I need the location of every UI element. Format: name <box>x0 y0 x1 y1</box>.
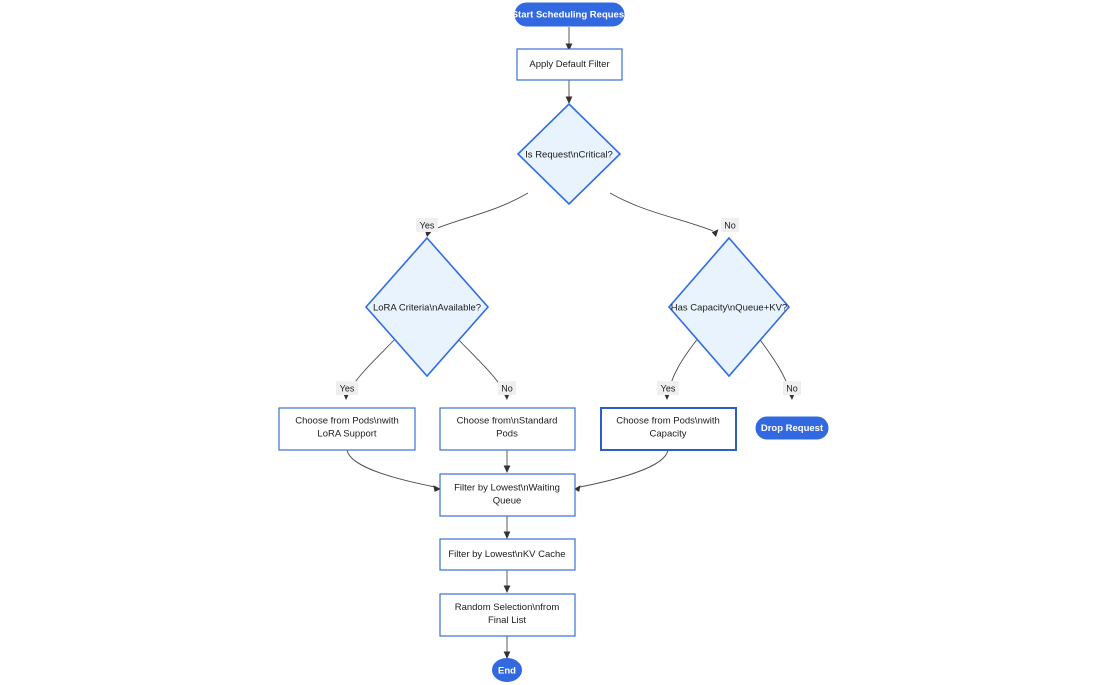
node-filter-waiting-queue-shape[interactable] <box>439 473 576 517</box>
arrow-choose-lora-to-filter-queue <box>433 485 441 492</box>
node-random-selection-label-line2: Final List <box>488 615 526 626</box>
arrow-choose-standard-to-filter-queue <box>503 465 511 473</box>
node-lora-criteria-available-shape[interactable] <box>364 236 490 378</box>
node-layer: Start Scheduling Request Apply Default F… <box>278 2 829 682</box>
arrow-filter-queue-to-filter-kv <box>503 531 511 539</box>
arrow-random-selection-to-end <box>503 651 511 659</box>
edge-critical-yes-to-lora <box>429 192 529 232</box>
edge-critical-no-to-capacity <box>609 192 714 232</box>
node-choose-lora-pods-label-line2: LoRA Support <box>317 429 377 440</box>
node-choose-capacity-pods-label-line2: Capacity <box>650 429 687 440</box>
node-drop-request-shape[interactable] <box>755 416 829 440</box>
edge-label-capacity-yes-text: Yes <box>661 383 676 393</box>
node-end[interactable]: End <box>492 658 522 682</box>
node-choose-lora-pods-shape[interactable] <box>278 407 416 451</box>
edge-label-critical-no: No <box>721 218 739 232</box>
node-start[interactable]: Start Scheduling Request <box>512 2 628 27</box>
node-choose-standard-pods-label-line1: Choose from\nStandard <box>457 416 558 427</box>
node-has-capacity[interactable]: Has Capacity\nQueue+KV? <box>667 236 791 378</box>
node-filter-waiting-queue[interactable]: Filter by Lowest\nWaiting Queue <box>439 473 576 517</box>
edge-label-capacity-no-text: No <box>786 383 798 393</box>
arrow-filter-kv-to-random-selection <box>503 585 511 593</box>
node-choose-capacity-pods[interactable]: Choose from Pods\nwith Capacity <box>600 407 737 451</box>
node-end-shape[interactable] <box>492 658 522 682</box>
node-random-selection-label-line1: Random Selection\nfrom <box>455 602 560 613</box>
node-is-request-critical[interactable]: Is Request\nCritical? <box>516 102 622 206</box>
edge-choose-capacity-to-filter-queue <box>579 449 669 488</box>
node-choose-lora-pods[interactable]: Choose from Pods\nwith LoRA Support <box>278 407 416 451</box>
arrow-apply-filter-to-critical <box>565 96 573 104</box>
node-filter-kv-cache-shape[interactable] <box>439 538 576 571</box>
node-filter-waiting-queue-label-line2: Queue <box>493 496 522 507</box>
node-choose-capacity-pods-label-line1: Choose from Pods\nwith <box>616 416 720 427</box>
edge-label-capacity-yes: Yes <box>657 381 679 395</box>
node-drop-request-label: Drop Request <box>761 423 824 434</box>
node-lora-criteria-available-label: LoRA Criteria\nAvailable? <box>373 303 481 314</box>
edge-label-capacity-no: No <box>783 381 801 395</box>
node-has-capacity-label: Has Capacity\nQueue+KV? <box>671 303 787 314</box>
node-is-request-critical-label: Is Request\nCritical? <box>525 150 613 161</box>
node-filter-kv-cache[interactable]: Filter by Lowest\nKV Cache <box>439 538 576 571</box>
edge-choose-lora-to-filter-queue <box>346 449 436 488</box>
edge-label-lora-no-text: No <box>501 383 513 393</box>
node-choose-standard-pods-label-line2: Pods <box>496 429 518 440</box>
node-has-capacity-shape[interactable] <box>667 236 791 378</box>
node-filter-kv-cache-label: Filter by Lowest\nKV Cache <box>448 549 565 560</box>
node-choose-lora-pods-label-line1: Choose from Pods\nwith <box>295 416 399 427</box>
node-choose-standard-pods[interactable]: Choose from\nStandard Pods <box>439 407 576 451</box>
node-start-label: Start Scheduling Request <box>512 10 628 21</box>
node-filter-waiting-queue-label-line1: Filter by Lowest\nWaiting <box>454 483 560 494</box>
node-is-request-critical-shape[interactable] <box>516 102 622 206</box>
edge-label-lora-no: No <box>498 381 516 395</box>
node-lora-criteria-available[interactable]: LoRA Criteria\nAvailable? <box>364 236 490 378</box>
edge-label-lora-yes: Yes <box>336 381 358 395</box>
arrow-start-to-apply-filter <box>565 43 573 51</box>
node-start-shape[interactable] <box>514 2 625 27</box>
edge-label-layer: Yes No Yes No Yes No <box>336 218 801 395</box>
node-random-selection-shape[interactable] <box>439 593 576 637</box>
node-random-selection[interactable]: Random Selection\nfrom Final List <box>439 593 576 637</box>
edge-label-critical-no-text: No <box>724 220 736 230</box>
node-choose-capacity-pods-shape[interactable] <box>600 407 737 451</box>
edge-label-lora-yes-text: Yes <box>340 383 355 393</box>
node-drop-request[interactable]: Drop Request <box>755 416 829 440</box>
edge-label-critical-yes-text: Yes <box>420 220 435 230</box>
edge-label-critical-yes: Yes <box>416 218 438 232</box>
node-apply-default-filter-label: Apply Default Filter <box>529 59 609 70</box>
arrow-critical-no-to-capacity <box>711 229 719 237</box>
arrow-choose-capacity-to-filter-queue <box>574 485 581 492</box>
node-apply-default-filter-shape[interactable] <box>516 48 623 81</box>
node-end-label: End <box>498 666 516 677</box>
node-choose-standard-pods-shape[interactable] <box>439 407 576 451</box>
node-apply-default-filter[interactable]: Apply Default Filter <box>516 48 623 81</box>
